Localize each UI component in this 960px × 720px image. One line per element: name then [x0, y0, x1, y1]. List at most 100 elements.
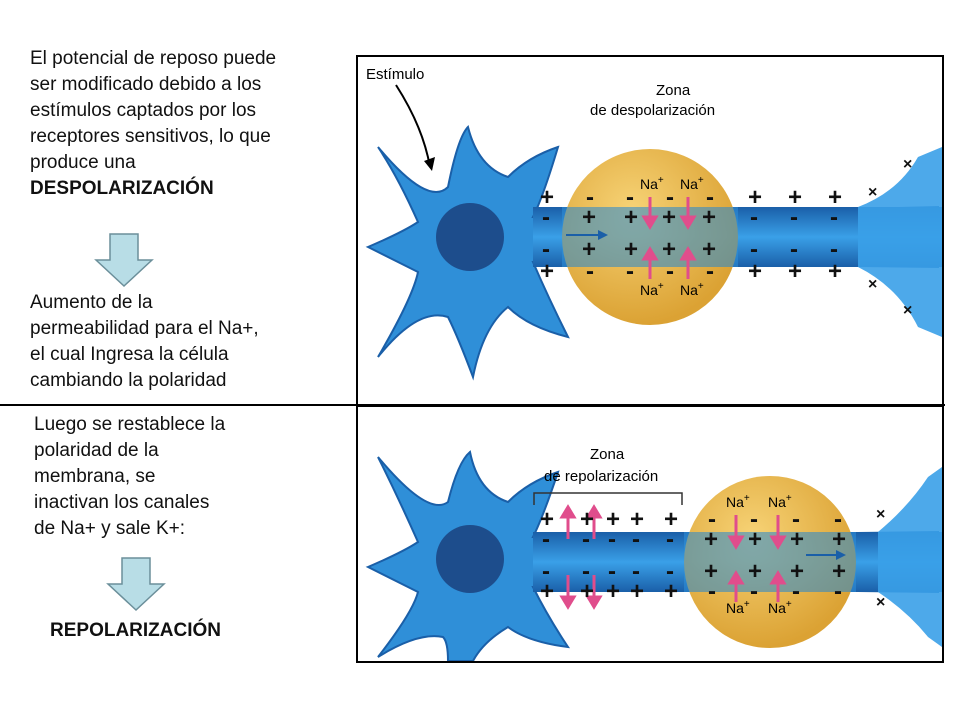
svg-text:+: +: [788, 184, 802, 211]
svg-text:×: ×: [868, 276, 877, 293]
text-line: permeabilidad para el Na+,: [30, 318, 259, 339]
svg-text:+: +: [540, 578, 554, 605]
na-ion-label: Na+: [640, 175, 664, 192]
text-permeability: Aumento de la permeabilidad para el Na+,…: [30, 290, 348, 394]
svg-text:+: +: [832, 526, 846, 553]
svg-text:-: -: [632, 558, 640, 585]
svg-text:-: -: [632, 526, 640, 553]
stimulus-label: Estímulo: [366, 66, 424, 83]
zone-label: de repolarización: [544, 468, 658, 485]
svg-text:-: -: [750, 578, 758, 605]
text-line: El potencial de reposo puede: [30, 48, 277, 69]
svg-text:+: +: [790, 558, 804, 585]
na-ion-label: Na+: [768, 493, 792, 510]
text-line: ser modificado debido a los: [30, 74, 262, 95]
svg-text:-: -: [542, 526, 550, 553]
nucleus: [436, 525, 504, 593]
svg-text:+: +: [702, 204, 716, 231]
na-ion-label: Na+: [680, 281, 704, 298]
na-influx-arrows: [641, 197, 697, 279]
svg-text:+: +: [828, 184, 842, 211]
zone-label: Zona: [656, 82, 691, 99]
svg-text:-: -: [542, 236, 550, 263]
svg-text:+: +: [540, 258, 554, 285]
svg-text:+: +: [664, 578, 678, 605]
svg-text:+: +: [624, 236, 638, 263]
svg-text:-: -: [666, 526, 674, 553]
svg-text:+: +: [832, 558, 846, 585]
svg-text:-: -: [608, 558, 616, 585]
svg-text:-: -: [792, 578, 800, 605]
zone-label: de despolarización: [590, 102, 715, 119]
svg-text:+: +: [748, 526, 762, 553]
zone-label: Zona: [590, 446, 625, 463]
repolarization-bracket: [533, 492, 683, 505]
svg-text:-: -: [790, 236, 798, 263]
svg-text:-: -: [626, 184, 634, 211]
neuron-depolarization-diagram: Estímulo Zona de despolarización Na+ Na+…: [365, 66, 943, 381]
svg-text:-: -: [708, 506, 716, 533]
svg-text:-: -: [582, 558, 590, 585]
svg-text:-: -: [586, 258, 594, 285]
text-line: cambiando la polaridad: [30, 370, 227, 391]
svg-text:-: -: [666, 258, 674, 285]
svg-text:×: ×: [903, 302, 912, 319]
svg-text:+: +: [704, 558, 718, 585]
figure-depolarization: Estímulo Zona de despolarización Na+ Na+…: [356, 55, 944, 407]
term-repolarization: REPOLARIZACIÓN: [50, 620, 221, 641]
nucleus: [436, 203, 504, 271]
svg-text:+: +: [540, 506, 554, 533]
na-ion-label: Na+: [726, 493, 750, 510]
svg-text:-: -: [750, 236, 758, 263]
svg-text:+: +: [662, 204, 676, 231]
svg-text:+: +: [748, 558, 762, 585]
svg-text:+: +: [606, 506, 620, 533]
svg-text:-: -: [542, 204, 550, 231]
svg-text:-: -: [830, 236, 838, 263]
svg-text:×: ×: [876, 594, 885, 611]
stimulus-arrow: [395, 84, 431, 168]
membrane-charges: +----+++ -++++--- -++++--- +----+++ ××××: [540, 156, 912, 319]
svg-text:-: -: [626, 258, 634, 285]
svg-text:-: -: [582, 526, 590, 553]
svg-text:+: +: [828, 258, 842, 285]
text-line: receptores sensitivos, lo que: [30, 126, 271, 147]
svg-text:+: +: [606, 578, 620, 605]
text-line: inactivan los canales: [34, 492, 210, 513]
text-repolarization: Luego se restablece la polaridad de la m…: [34, 412, 352, 542]
svg-text:-: -: [666, 558, 674, 585]
down-arrow-icon: [94, 233, 154, 288]
svg-text:×: ×: [903, 156, 912, 173]
svg-text:-: -: [708, 578, 716, 605]
na-ion-label: Na+: [640, 281, 664, 298]
svg-text:+: +: [582, 204, 596, 231]
svg-text:-: -: [706, 184, 714, 211]
svg-text:+: +: [582, 236, 596, 263]
svg-text:-: -: [830, 204, 838, 231]
ion-flux-arrows: [559, 504, 787, 610]
text-line: de Na+ y sale K+:: [34, 518, 186, 539]
svg-text:+: +: [580, 506, 594, 533]
text-line: el cual Ingresa la célula: [30, 344, 229, 365]
na-ion-label: Na+: [680, 175, 704, 192]
svg-text:-: -: [542, 558, 550, 585]
svg-text:×: ×: [868, 184, 877, 201]
svg-text:-: -: [790, 204, 798, 231]
svg-text:+: +: [748, 184, 762, 211]
na-ion-label: Na+: [768, 599, 792, 616]
svg-text:+: +: [580, 578, 594, 605]
svg-text:+: +: [664, 506, 678, 533]
svg-text:-: -: [792, 506, 800, 533]
text-line: polaridad de la: [34, 440, 159, 461]
text-line: estímulos captados por los: [30, 100, 257, 121]
text-line: Aumento de la: [30, 292, 153, 313]
svg-text:-: -: [666, 184, 674, 211]
svg-text:+: +: [624, 204, 638, 231]
svg-text:+: +: [630, 506, 644, 533]
svg-text:-: -: [608, 526, 616, 553]
membrane-charges: +++++---- -----++++ -----++++ +++++---- …: [540, 506, 885, 611]
svg-text:+: +: [748, 258, 762, 285]
svg-text:-: -: [706, 258, 714, 285]
svg-text:-: -: [586, 184, 594, 211]
svg-text:+: +: [704, 526, 718, 553]
